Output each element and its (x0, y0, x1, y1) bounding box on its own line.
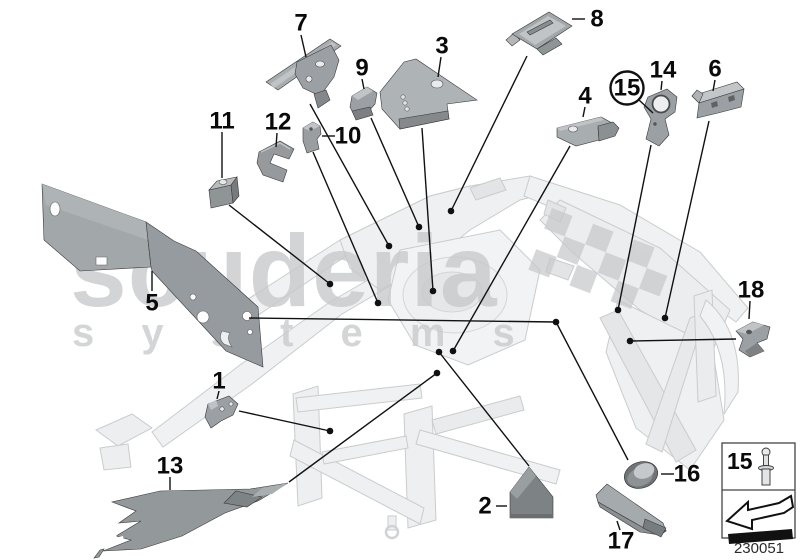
leader-line (452, 145, 571, 352)
part-11-shape (208, 176, 240, 209)
leader-line (288, 372, 438, 483)
leader-line (312, 151, 379, 304)
attachment-dot (326, 427, 334, 435)
part-3-shape (379, 58, 478, 130)
part-13-shape (93, 482, 289, 559)
callout-label-14: 14 (650, 57, 677, 84)
callout-label-11: 11 (209, 108, 234, 135)
callout-label-15: 15 (614, 75, 641, 102)
callout-label-4: 4 (578, 83, 592, 110)
callout-label-2: 2 (478, 493, 491, 520)
callout-label-10: 10 (335, 123, 362, 150)
attachment-dot (374, 299, 382, 307)
leader-line (300, 34, 307, 58)
callout-label-1: 1 (212, 368, 225, 395)
leader-line (748, 300, 751, 320)
watermark: scuderia s y s t e m s (70, 208, 668, 355)
leader-line (370, 117, 420, 228)
callout-label-18: 18 (738, 277, 765, 304)
part-12-shape (256, 140, 295, 183)
attachment-dot (626, 337, 634, 345)
leader-line (275, 132, 278, 148)
part-8-shape (505, 11, 573, 56)
part-2-shape (509, 466, 554, 519)
leader-line (555, 321, 629, 461)
leader-line (629, 338, 737, 342)
leader-line (309, 103, 390, 247)
leader-line (438, 351, 530, 467)
leader-line (582, 106, 586, 118)
leader-line (437, 56, 442, 78)
leader-line (450, 55, 528, 212)
callout-label-5: 5 (145, 290, 158, 317)
leader-line (216, 390, 220, 400)
part-18-shape (735, 321, 771, 358)
legend-box: 15 (721, 442, 796, 544)
attachment-dot (385, 242, 393, 250)
leader-line (248, 317, 557, 323)
part-16-shape (624, 461, 658, 489)
callout-label-3: 3 (435, 33, 448, 60)
drawing-number: 230051 (734, 540, 784, 557)
direction-arrow-icon (725, 494, 795, 544)
part-1-shape (204, 395, 239, 429)
leader-line (616, 520, 621, 531)
callout-label-12: 12 (265, 109, 292, 136)
leader-line (712, 79, 716, 92)
callout-label-7: 7 (294, 10, 307, 37)
leader-line (421, 127, 434, 292)
leader-line (664, 120, 710, 319)
leader-line (228, 204, 331, 285)
callout-label-8: 8 (590, 6, 603, 33)
attachment-dot (447, 207, 455, 215)
leader-line (238, 410, 331, 432)
callout-label-13: 13 (157, 453, 184, 480)
attachment-dot (449, 347, 457, 355)
legend-ref-number: 15 (727, 448, 753, 474)
attachment-dot (326, 280, 334, 288)
part-14-shape (643, 88, 678, 147)
callout-label-6: 6 (708, 56, 721, 83)
leader-line (617, 144, 652, 311)
attachment-dot (435, 348, 443, 356)
attachment-dot (661, 314, 669, 322)
part-5-shape (41, 183, 264, 368)
part-6-shape (691, 81, 745, 119)
part-4-shape (556, 116, 620, 147)
part-7-shape (265, 38, 342, 109)
attachment-dot (614, 306, 622, 314)
callout-label-16: 16 (674, 461, 701, 488)
callout-circle-15 (609, 70, 645, 106)
rivet-icon (758, 447, 774, 486)
attachment-dot (433, 369, 441, 377)
leader-line (638, 99, 654, 114)
part-9-shape (349, 86, 378, 121)
leader-line (660, 80, 663, 91)
part-17-shape (595, 483, 667, 538)
callout-label-17: 17 (608, 528, 635, 555)
parts-layer (41, 11, 771, 559)
leader-line (361, 78, 365, 90)
callout-label-9: 9 (355, 55, 368, 82)
attachment-dot (415, 223, 423, 231)
part-10-shape (302, 121, 322, 154)
attachment-dot (429, 287, 437, 295)
checkered-flag-motif (528, 208, 668, 310)
